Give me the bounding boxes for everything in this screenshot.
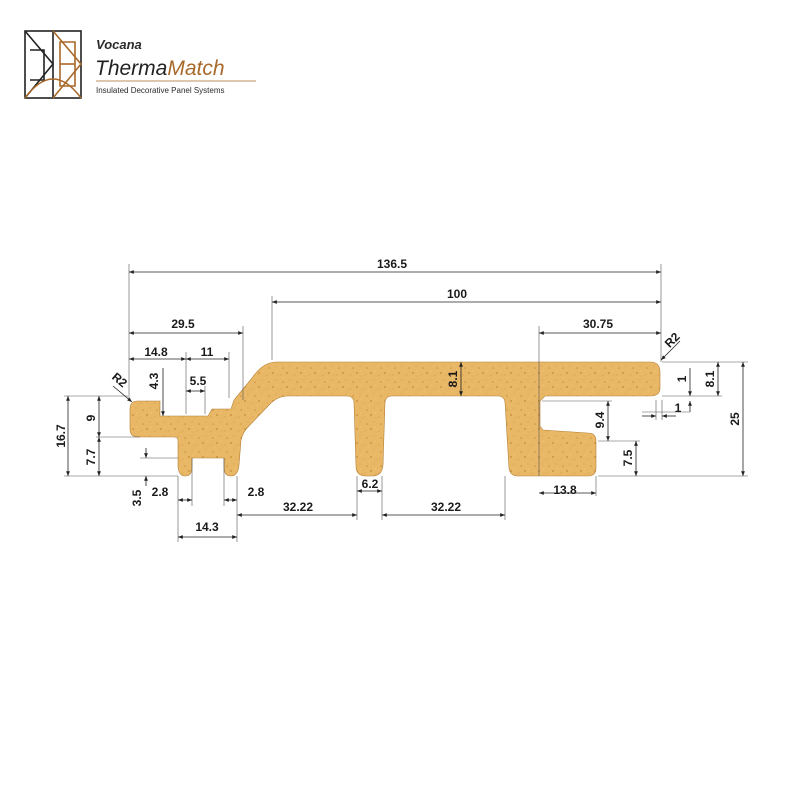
dim-line-radius-left (112, 385, 133, 403)
dim-right-thick: 8.1 (703, 370, 717, 387)
dim-hook-base: 7.5 (621, 449, 635, 466)
dim-hook-height: 9.4 (593, 411, 607, 428)
dim-line-radius-right (660, 340, 681, 361)
dim-left-a: 14.8 (144, 345, 168, 359)
dim-rib-spacing-1: 32.22 (283, 500, 313, 514)
dim-rib-width: 6.2 (362, 477, 379, 491)
dim-slot-depth: 4.3 (147, 372, 161, 389)
brand-logo: Vocana ThermaMatch Insulated Decorative … (24, 30, 256, 99)
dim-overall-width: 136.5 (377, 257, 407, 271)
dim-left-upper: 9 (84, 414, 98, 421)
brand-product-part1: Therma (95, 57, 167, 80)
dim-hook-width: 13.8 (553, 483, 577, 497)
brand-product-name: ThermaMatch (95, 57, 225, 80)
geometric-monogram-icon (24, 30, 83, 99)
dim-overall-height: 25 (728, 412, 742, 426)
dim-face-width: 100 (447, 287, 467, 301)
dimension-layer: 136.5 100 29.5 30.75 14.8 11 4.3 5.5 R2 … (54, 257, 748, 542)
dim-left-lip: 29.5 (171, 317, 195, 331)
dim-height-left: 16.7 (54, 424, 68, 448)
dim-rib-spacing-2: 32.22 (431, 500, 461, 514)
brand-company: Vocana (96, 37, 142, 52)
dim-right-flange: 30.75 (583, 317, 613, 331)
dim-step-a: 1 (675, 375, 689, 382)
dim-radius-right: R2 (662, 330, 683, 351)
brand-tagline: Insulated Decorative Panel Systems (96, 86, 225, 95)
dim-foot-a: 2.8 (152, 485, 169, 499)
dim-foot-b: 2.8 (248, 485, 265, 499)
dim-slot-width: 5.5 (190, 374, 207, 388)
panel-profile (129, 361, 661, 477)
dim-foot-height: 3.5 (130, 489, 144, 506)
dim-left-lower: 7.7 (84, 448, 98, 465)
dim-radius-left: R2 (109, 370, 130, 391)
brand-product-part2: Match (167, 57, 224, 80)
dim-face-thickness: 8.1 (446, 370, 460, 387)
dim-left-b: 11 (201, 345, 214, 359)
dim-step-b: 1 (675, 401, 682, 415)
dim-foot-span: 14.3 (195, 520, 219, 534)
